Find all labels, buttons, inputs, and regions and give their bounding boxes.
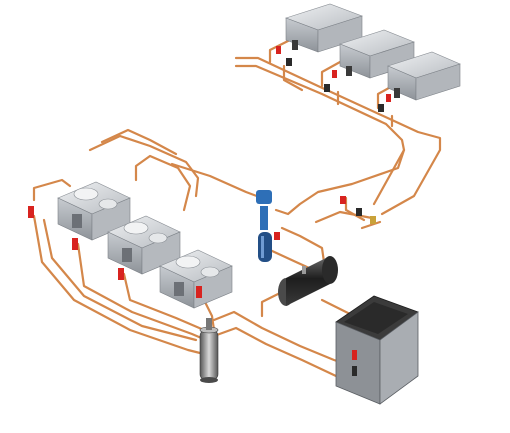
evaporator-unit-top-2 [339,29,415,79]
expansion-valves [274,196,376,240]
oil-separator [199,318,219,383]
compressor-unit-2 [107,215,181,275]
red-valves-left [28,206,202,298]
evaporator-unit-top-1 [285,3,363,53]
suction-accumulator [256,190,272,262]
manifold-valves [276,46,391,112]
compressor-unit-3 [159,249,233,309]
condenser-cabinet [335,295,419,405]
evaporator-unit-top-3 [387,51,461,101]
copper-piping [32,38,442,378]
compressor-unit-1 [57,181,131,241]
liquid-receiver [278,256,338,306]
